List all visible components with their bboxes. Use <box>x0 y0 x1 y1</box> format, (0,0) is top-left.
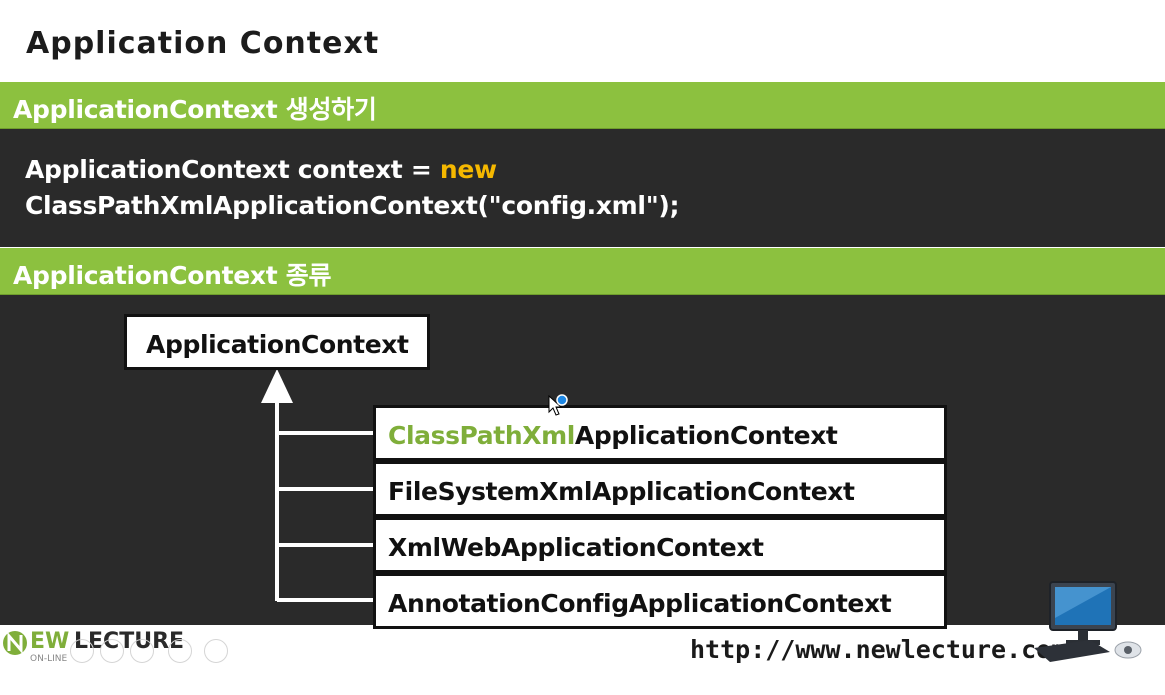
section-heading-types-label: ApplicationContext 종류 <box>13 261 332 290</box>
slides-icon[interactable] <box>168 639 192 663</box>
notes-icon[interactable] <box>100 639 124 663</box>
code-line-2: ClassPathXmlApplicationContext("config.x… <box>25 191 680 220</box>
footer-url: http://www.newlecture.com <box>690 635 1067 664</box>
code-line-1: ApplicationContext context = new <box>25 152 679 188</box>
subclass-box-2: FileSystemXmlApplicationContext <box>373 461 947 517</box>
code-keyword-new: new <box>439 155 497 184</box>
more-options-icon[interactable] <box>204 639 228 663</box>
subclass-box-3: XmlWebApplicationContext <box>373 517 947 573</box>
mouse-cursor-icon <box>548 394 568 416</box>
zoom-icon[interactable] <box>130 639 154 663</box>
section-heading-types: ApplicationContext 종류 <box>0 248 1165 295</box>
code-snippet: ApplicationContext context = new ClassPa… <box>25 152 680 224</box>
logo-ew: EW <box>30 629 70 654</box>
logo-n-mark-icon <box>3 631 27 655</box>
subclass-1-highlight: ClassPathXml <box>388 421 575 450</box>
subclass-box-4: AnnotationConfigApplicationContext <box>373 573 947 629</box>
code-line-1-prefix: ApplicationContext context = <box>25 155 440 184</box>
subclass-box-1: ClassPathXmlApplicationContext <box>373 405 947 461</box>
computer-illustration-icon <box>1034 581 1142 662</box>
section-heading-create: ApplicationContext 생성하기 <box>0 82 1165 129</box>
subclass-2-label: FileSystemXmlApplicationContext <box>388 477 855 506</box>
logo-online: ON-LINE <box>30 654 68 664</box>
root-class-box: ApplicationContext <box>124 314 430 370</box>
subclass-3-label: XmlWebApplicationContext <box>388 533 764 562</box>
page-title: Application Context <box>26 26 380 61</box>
prev-slide-icon[interactable] <box>70 639 94 663</box>
code-panel <box>0 129 1165 247</box>
subclass-1-rest: ApplicationContext <box>574 421 838 450</box>
section-heading-create-label: ApplicationContext 생성하기 <box>13 95 377 124</box>
inheritance-arrowhead <box>261 369 293 403</box>
subclass-4-label: AnnotationConfigApplicationContext <box>388 589 892 618</box>
